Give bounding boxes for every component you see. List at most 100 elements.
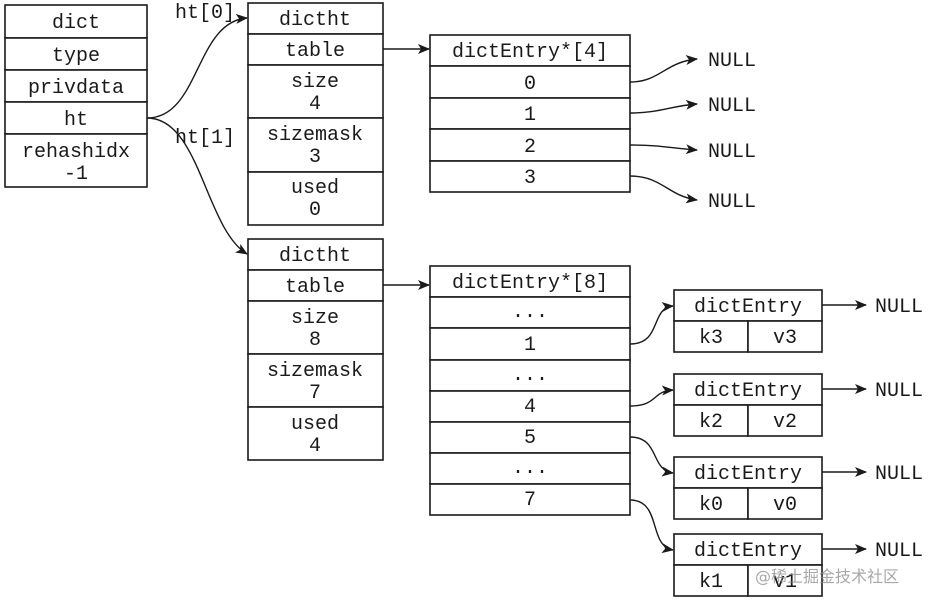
dict-entry: dictEntry k2 v2 — [673, 373, 823, 437]
table1-slot-cell — [429, 390, 631, 423]
entry-value: v2 — [773, 411, 797, 434]
table0-null-arrow — [629, 144, 698, 155]
ht0-size-cell — [247, 64, 384, 119]
dict-rehashidx-value: -1 — [64, 163, 88, 186]
table0-slot-cell — [429, 128, 631, 162]
table1-slot-cell — [429, 327, 631, 361]
entry-value: v3 — [773, 327, 797, 350]
table0-slot: 0 — [524, 73, 536, 96]
null-label: NULL — [708, 191, 756, 214]
entry-title: dictEntry — [694, 380, 802, 403]
dict-entry: dictEntry k1 v1 — [673, 533, 823, 597]
slot1-entry-arrow — [629, 301, 674, 345]
table0-slot-cell — [429, 97, 631, 130]
table1-slot: ... — [512, 364, 548, 387]
dict-title-cell — [4, 4, 148, 39]
ht1-table-label: table — [285, 276, 345, 299]
dict-rehashidx-cell — [4, 133, 148, 188]
slot4-entry-arrow — [629, 385, 674, 407]
table0-null-arrow — [629, 99, 698, 114]
table1-title: dictEntry*[8] — [452, 272, 608, 295]
entry-key: k1 — [699, 571, 723, 594]
dict-entry: dictEntry k0 v0 — [673, 456, 823, 520]
dict-type-label: type — [52, 45, 100, 68]
table0-slot: 2 — [524, 136, 536, 159]
entry-value: v0 — [773, 494, 797, 517]
ht1-sizemask-cell — [247, 353, 384, 408]
table1-slot: 7 — [524, 489, 536, 512]
dict-title: dict — [52, 12, 100, 35]
ht0-used-value: 0 — [309, 199, 321, 222]
ht1-title-cell — [247, 238, 384, 271]
ht1-used-value: 4 — [309, 435, 321, 458]
ht0-arrow — [146, 13, 248, 119]
table1-slot: ... — [512, 457, 548, 480]
ht1-arrow — [146, 117, 248, 255]
entry-title: dictEntry — [694, 296, 802, 319]
entry-key: k2 — [699, 411, 723, 434]
ht1-label: ht[1] — [175, 127, 235, 150]
slot5-entry-arrow — [629, 436, 674, 477]
dict-struct: dict type privdata ht rehashidx -1 — [4, 4, 148, 188]
null-label: NULL — [875, 380, 923, 403]
dict-rehashidx-label: rehashidx — [22, 141, 130, 164]
table1-slot: 1 — [524, 334, 536, 357]
ht0-sizemask-label: sizemask — [267, 124, 363, 147]
dict-entry: dictEntry k3 v3 — [673, 289, 823, 353]
ht0-title: dictht — [279, 9, 351, 32]
entry-key: k0 — [699, 494, 723, 517]
null-label: NULL — [875, 540, 923, 563]
table1-slot: 4 — [524, 396, 536, 419]
dict-type-cell — [4, 37, 148, 71]
ht0-sizemask-value: 3 — [309, 146, 321, 169]
table1-array: dictEntry*[8] ... 1 ... 4 5 ... 7 — [429, 265, 631, 516]
ht0-label: ht[0] — [175, 2, 235, 25]
entry-key-cell — [673, 404, 749, 437]
table1-slot: ... — [512, 301, 548, 324]
entry-key-cell — [673, 564, 749, 597]
table0-title: dictEntry*[4] — [452, 41, 608, 64]
table1-slot-cell — [429, 359, 631, 392]
ht1-sizemask-label: sizemask — [267, 360, 363, 383]
table1-header-cell — [429, 265, 631, 298]
ht0-title-cell — [247, 2, 384, 35]
ht1-title: dictht — [279, 245, 351, 268]
ht1-size-value: 8 — [309, 329, 321, 352]
table0-header-cell — [429, 34, 631, 67]
null-label: NULL — [875, 463, 923, 486]
ht0-size-value: 4 — [309, 93, 321, 116]
entry-value-cell — [747, 320, 823, 353]
entry-value-cell — [747, 564, 823, 597]
dictht-0: dictht table size 4 sizemask 3 used 0 — [247, 2, 384, 226]
entry-key: k3 — [699, 327, 723, 350]
dictht-1: dictht table size 8 sizemask 7 used 4 — [247, 238, 384, 461]
entry-title: dictEntry — [694, 463, 802, 486]
null-label: NULL — [875, 296, 923, 319]
null-label: NULL — [708, 50, 756, 73]
ht0-sizemask-cell — [247, 117, 384, 173]
ht0-table-label: table — [285, 40, 345, 63]
null-label: NULL — [708, 95, 756, 118]
table0-null-arrow — [629, 175, 698, 204]
table0-slot: 1 — [524, 104, 536, 127]
table0-slot: 3 — [524, 167, 536, 190]
ht1-used-cell — [247, 406, 384, 461]
ht0-size-label: size — [291, 71, 339, 94]
ht1-size-label: size — [291, 307, 339, 330]
ht0-used-cell — [247, 171, 384, 226]
slot7-entry-arrow — [629, 499, 674, 554]
table0-slot-cell — [429, 65, 631, 99]
entry-value-cell — [747, 404, 823, 437]
ht1-size-cell — [247, 300, 384, 355]
table1-slot: 5 — [524, 427, 536, 450]
table1-slot-cell — [429, 452, 631, 485]
dict-privdata-label: privdata — [28, 77, 124, 100]
watermark: @稀土掘金技术社区 — [755, 567, 899, 586]
entry-title: dictEntry — [694, 540, 802, 563]
ht1-sizemask-value: 7 — [309, 382, 321, 405]
entry-key-cell — [673, 320, 749, 353]
table1-slot-cell — [429, 421, 631, 454]
table0-null-arrow — [629, 55, 698, 83]
dict-ht-label: ht — [64, 109, 88, 132]
